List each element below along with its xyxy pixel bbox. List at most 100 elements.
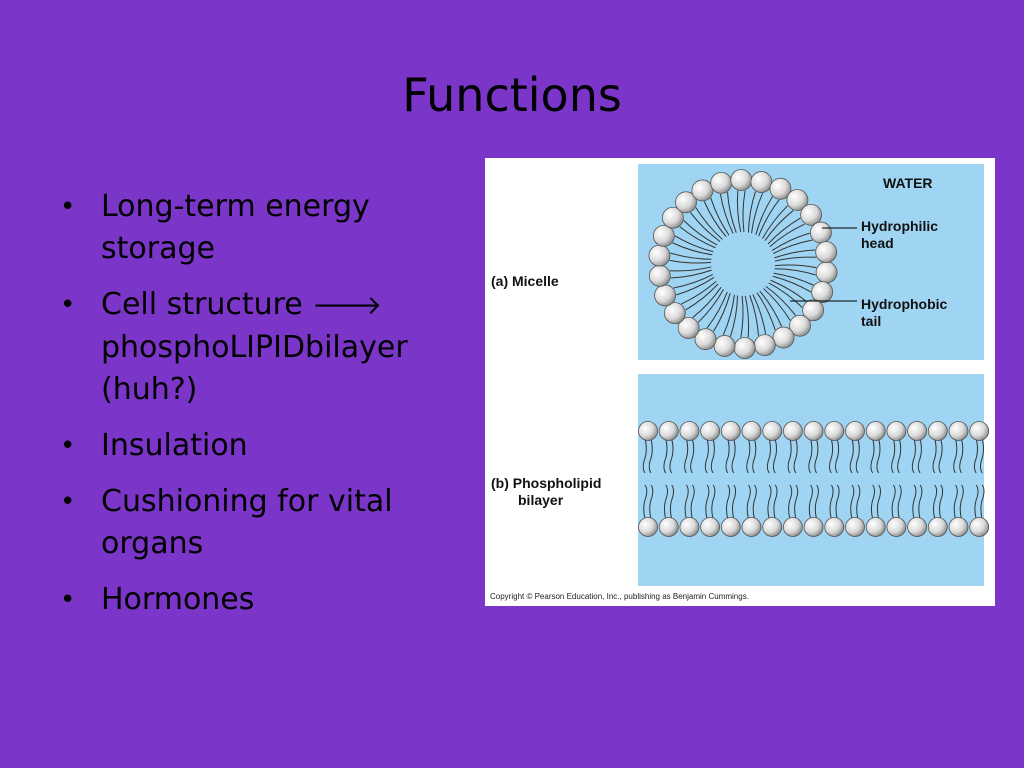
lipid-tail — [710, 197, 730, 236]
lipid-tail — [979, 438, 984, 474]
bullet-text-continued: phosphoLIPIDbilayer (huh?) — [101, 330, 408, 407]
lipid-head — [675, 191, 697, 214]
lipid-head — [803, 517, 824, 537]
lipid-tail — [722, 294, 735, 336]
bilayer-label-line1: (b) Phospholipid — [491, 475, 602, 491]
bilayer-label: (b) Phospholipid bilayer — [491, 475, 601, 509]
lipid-head — [730, 169, 753, 191]
lipid-tail — [736, 190, 742, 233]
lipid-head — [654, 284, 676, 307]
lipid-tail — [673, 274, 713, 289]
lipid-head — [907, 517, 928, 537]
lipid-head — [907, 421, 928, 441]
lipid-tail — [939, 484, 944, 520]
lipid-tail — [751, 192, 764, 234]
lipid-tail — [772, 275, 812, 293]
lipid-head — [886, 517, 907, 537]
bullet-item: • Cell structure 🡒 phosphoLIPIDbilayer (… — [60, 284, 470, 411]
lipid-head — [733, 337, 756, 359]
lipid-tail — [669, 259, 712, 264]
bullet-dot: • — [60, 487, 76, 517]
bullet-text: Cell structure — [101, 287, 313, 322]
lipid-tail — [731, 438, 736, 474]
lipid-tail — [758, 199, 780, 237]
lipid-tail — [732, 484, 737, 520]
lipid-head — [741, 421, 762, 441]
lipid-head — [803, 421, 824, 441]
lipid-head — [691, 179, 714, 202]
lipid-tail — [730, 295, 739, 337]
lipid-tail — [767, 217, 801, 245]
lipid-tail — [642, 438, 647, 474]
lipid-tail — [684, 484, 689, 520]
lipid-tail — [772, 438, 777, 474]
lipid-tail — [856, 484, 861, 520]
lipid-tail — [663, 484, 668, 520]
lipid-head — [948, 421, 969, 441]
lipid-tail — [683, 220, 718, 246]
lipid-head — [720, 517, 741, 537]
lipid-tail — [773, 239, 813, 254]
lipid-tail — [835, 438, 840, 474]
lipid-tail — [774, 264, 817, 269]
lipid-head — [969, 421, 990, 441]
lipid-tail — [911, 438, 916, 474]
bullet-dot: • — [60, 585, 76, 615]
hydrophilic-label-line2: head — [861, 235, 894, 251]
lipid-tail — [787, 438, 792, 474]
lipid-head — [741, 517, 762, 537]
lipid-tail — [704, 438, 709, 474]
hydrophilic-label-line1: Hydrophilic — [861, 218, 939, 234]
lipid-head — [927, 517, 948, 537]
hydrophobic-label-line2: tail — [861, 313, 882, 329]
lipid-tail — [917, 438, 922, 474]
lipid-head — [762, 517, 783, 537]
lipid-tail — [897, 484, 902, 520]
lipid-tail — [726, 484, 731, 520]
lipid-head — [663, 302, 686, 325]
lipid-tail — [669, 438, 674, 474]
lipid-tail — [681, 281, 717, 305]
lipid-head — [652, 224, 675, 247]
lipid-tail — [855, 438, 860, 474]
lipid-head — [865, 421, 886, 441]
lipid-tail — [773, 484, 778, 520]
lipid-tail — [697, 289, 724, 323]
lipid-head — [720, 421, 741, 441]
water-label: WATER — [883, 175, 933, 191]
lipid-tail — [912, 484, 917, 520]
lipid-tail — [752, 484, 757, 520]
lipid-tail — [773, 272, 814, 286]
lipid-tail — [669, 266, 712, 272]
lipid-tail — [774, 249, 816, 259]
copyright-text: Copyright © Pearson Education, Inc., pub… — [490, 592, 749, 601]
lipid-tail — [870, 438, 875, 474]
lipid-tail — [690, 212, 721, 243]
lipid-figure: WATER Hydrophilic head Hydrophobic tail … — [485, 158, 995, 606]
lipid-tail — [703, 201, 727, 238]
lipid-tail — [756, 292, 776, 331]
lipid-tail — [674, 235, 714, 253]
lipid-tail — [679, 226, 716, 249]
lipid-tail — [752, 294, 767, 335]
bullet-text: Long-term energy storage — [101, 189, 370, 266]
lipid-head — [782, 517, 803, 537]
lipid-tail — [953, 438, 958, 474]
bilayer-label-line2: bilayer — [518, 492, 564, 508]
lipid-tail — [719, 193, 734, 234]
lipid-tail — [774, 268, 816, 276]
lipid-head — [658, 421, 679, 441]
lipid-tail — [755, 196, 773, 235]
bullet-dot: • — [60, 192, 76, 222]
lipid-tail — [766, 438, 771, 474]
lipid-tail — [973, 438, 978, 474]
lipid-tail — [692, 287, 722, 318]
lipid-tail — [763, 288, 791, 321]
lipid-head — [677, 317, 700, 339]
lipid-tail — [829, 438, 834, 474]
lipid-head — [648, 244, 671, 267]
lipid-tail — [794, 484, 799, 520]
lipid-head — [845, 517, 865, 537]
lipid-head — [772, 326, 795, 349]
lipid-head — [800, 203, 823, 226]
